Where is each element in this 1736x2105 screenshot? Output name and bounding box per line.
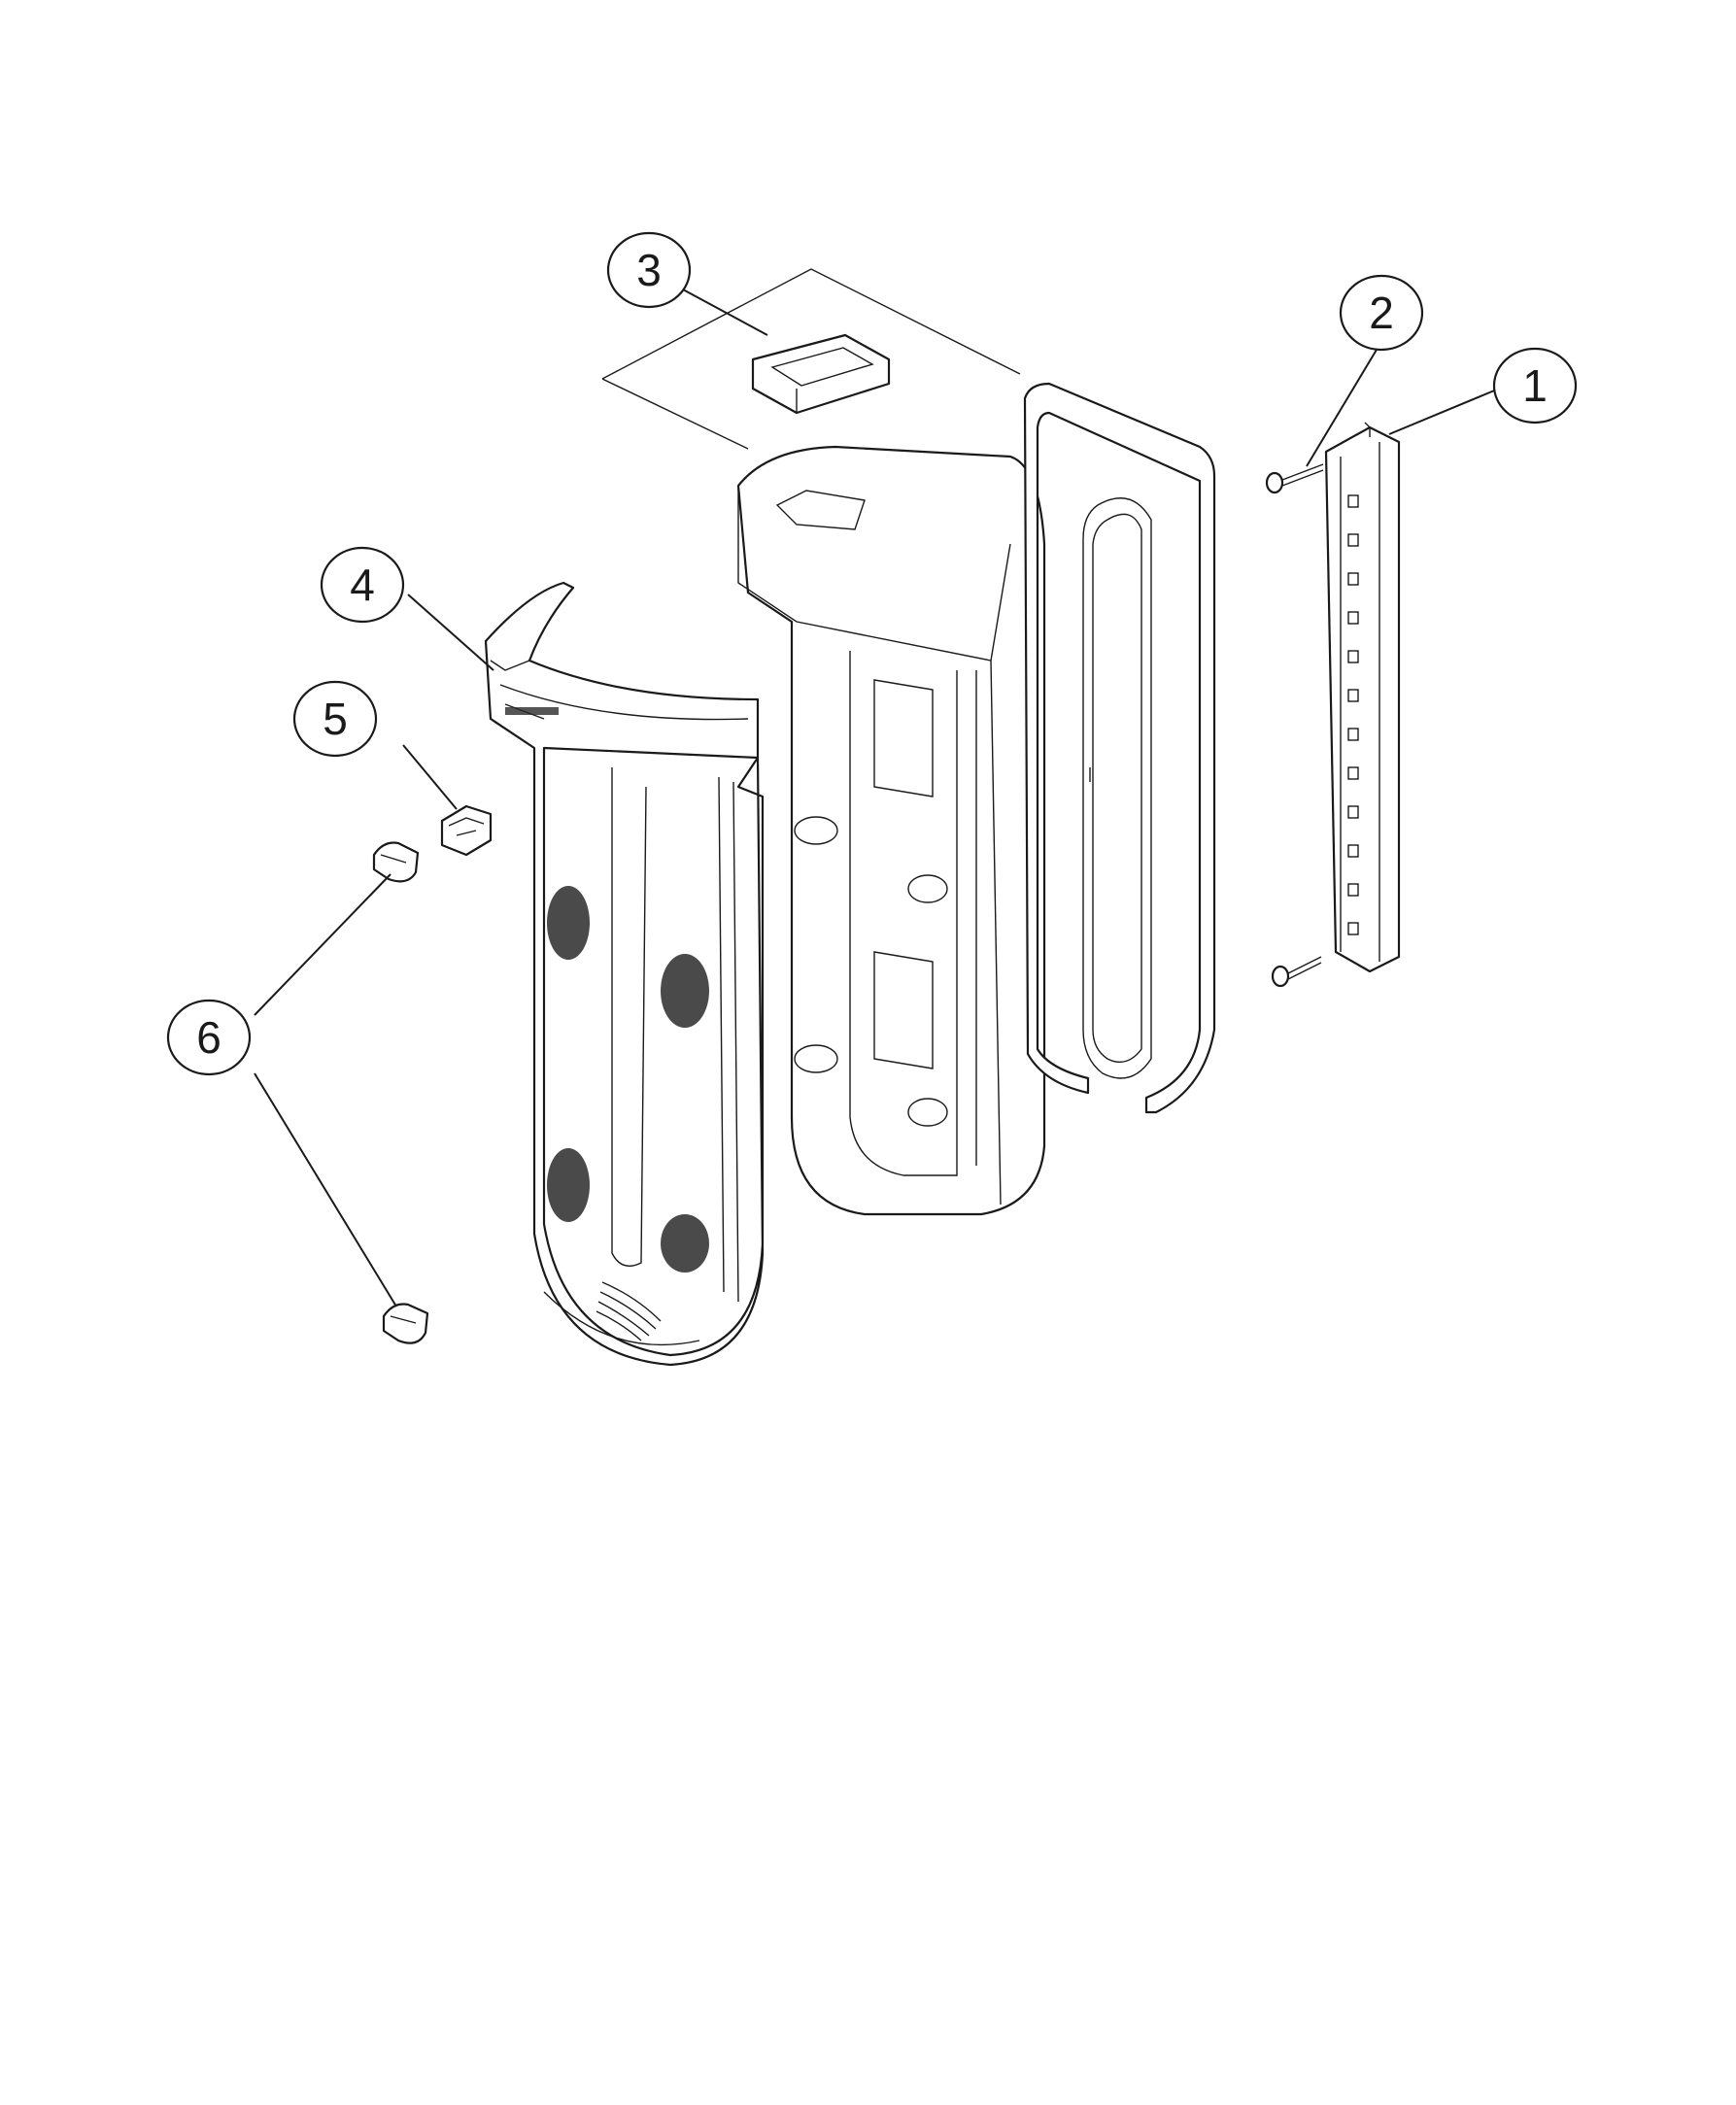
callout-1-label: 1 (1522, 360, 1548, 411)
callout-3: 3 (606, 231, 692, 309)
callout-1: 1 (1492, 347, 1578, 424)
callout-2: 2 (1339, 274, 1424, 352)
callout-6-label: 6 (196, 1012, 221, 1063)
part-6-cap-lower (382, 1303, 429, 1344)
vent-grille-upper-right (661, 954, 709, 1028)
callout-5: 5 (292, 680, 378, 758)
part-1-bracket (1324, 422, 1401, 973)
rear-housing (736, 445, 1046, 1216)
callout-6: 6 (166, 999, 252, 1076)
callout-2-label: 2 (1369, 288, 1394, 338)
top-vent-slots (505, 707, 559, 715)
callout-3-label: 3 (636, 245, 662, 295)
vent-grille-lower-right (661, 1214, 709, 1273)
part-6-cap-upper (372, 841, 420, 883)
callout-5-label: 5 (323, 694, 348, 744)
callout-4-label: 4 (350, 560, 375, 610)
bracket-slots (1347, 494, 1359, 935)
leader-lines (254, 289, 1512, 1307)
front-cover (484, 581, 765, 1367)
vent-grille-upper-left (547, 886, 590, 960)
part-5-clip (440, 804, 493, 857)
part-3-gasket (601, 268, 1021, 450)
vent-grille-bottom (596, 1281, 662, 1341)
part-2-screw-lower (1271, 956, 1322, 988)
seal-frame (1023, 382, 1216, 1114)
callout-4: 4 (320, 546, 405, 624)
vent-grille-lower-left (547, 1148, 590, 1222)
part-2-screw-upper (1265, 463, 1324, 494)
